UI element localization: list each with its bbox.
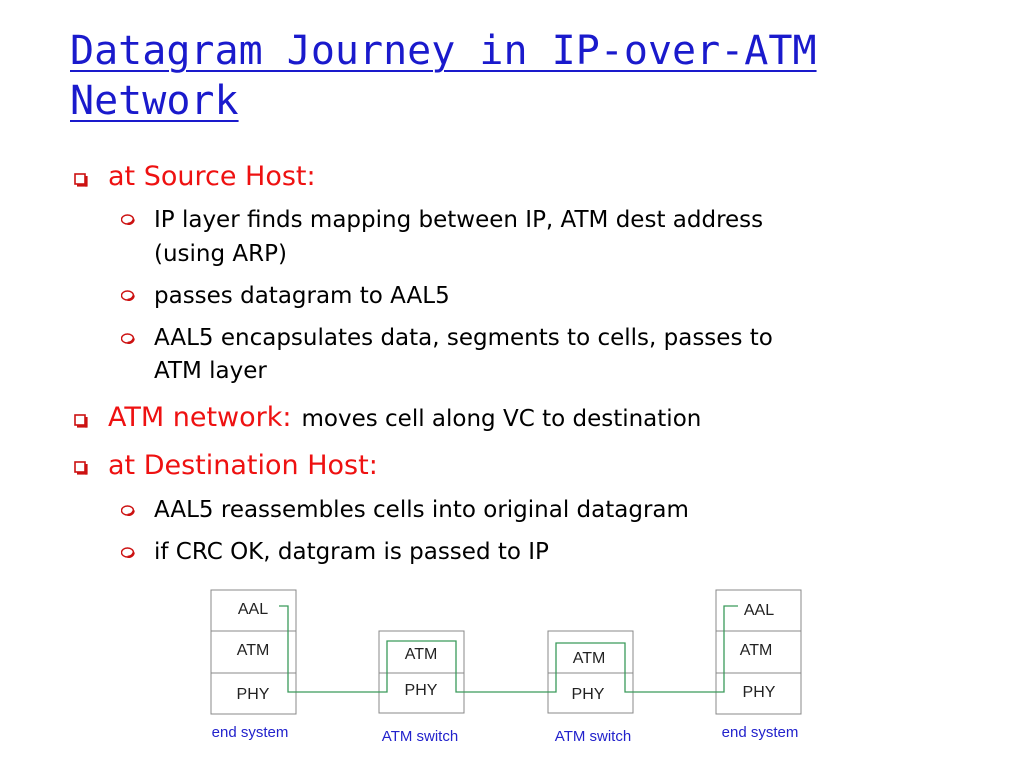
circle-bullet-icon	[121, 333, 135, 344]
switch1-layer-atm: ATM	[405, 646, 438, 663]
data-path-line	[279, 605, 738, 693]
bullet-source-item-1-line2: (using ARP)	[154, 241, 287, 267]
end-left-layer-aal: AAL	[238, 601, 268, 618]
slide-title-line1: Datagram Journey in IP-over-ATM	[70, 28, 817, 74]
end-left-caption: end system	[212, 724, 289, 741]
checkbox-bullet-icon	[74, 461, 88, 475]
bullet-network: ATM network: moves cell along VC to desti…	[108, 401, 701, 436]
end-left-layer-atm: ATM	[237, 642, 270, 659]
stack-boxes	[210, 589, 802, 715]
checkbox-bullet-icon	[74, 173, 88, 187]
bullet-network-detail: moves cell along VC to destination	[301, 406, 702, 432]
checkbox-bullet-icon	[74, 414, 88, 428]
switch2-caption: ATM switch	[555, 728, 631, 745]
circle-bullet-icon	[121, 547, 135, 558]
switch2-layer-phy: PHY	[572, 686, 605, 703]
switch1-stack	[378, 630, 465, 714]
circle-bullet-icon	[121, 290, 135, 301]
circle-bullet-icon	[121, 505, 135, 516]
bullet-destination-heading: at Destination Host:	[108, 450, 378, 481]
switch2-stack	[547, 630, 634, 714]
bullet-source-heading: at Source Host:	[108, 161, 316, 192]
end-left-layer-phy: PHY	[237, 686, 270, 703]
bullet-source-item-2: passes datagram to AAL5	[154, 283, 450, 309]
bullet-destination-item-1: AAL5 reassembles cells into original dat…	[154, 497, 689, 523]
end-right-caption: end system	[722, 724, 799, 741]
slide-title-line2: Network	[70, 78, 239, 124]
switch1-caption: ATM switch	[382, 728, 458, 745]
bullet-network-heading: ATM network:	[108, 402, 292, 433]
end-right-layer-phy: PHY	[743, 684, 776, 701]
end-right-layer-aal: AAL	[744, 602, 774, 619]
slide-title: Datagram Journey in IP-over-ATM Network	[70, 26, 970, 126]
end-left-stack	[210, 589, 297, 715]
switch2-layer-atm: ATM	[573, 650, 606, 667]
end-right-layer-atm: ATM	[740, 642, 773, 659]
bullet-source-item-3-line1: AAL5 encapsulates data, segments to cell…	[154, 325, 773, 351]
end-right-stack	[715, 589, 802, 715]
circle-bullet-icon	[121, 214, 135, 225]
switch1-layer-phy: PHY	[405, 682, 438, 699]
bullet-source-item-3-line2: ATM layer	[154, 358, 267, 384]
bullet-destination-item-2: if CRC OK, datgram is passed to IP	[154, 539, 549, 565]
bullet-source-item-1-line1: IP layer finds mapping between IP, ATM d…	[154, 207, 764, 233]
